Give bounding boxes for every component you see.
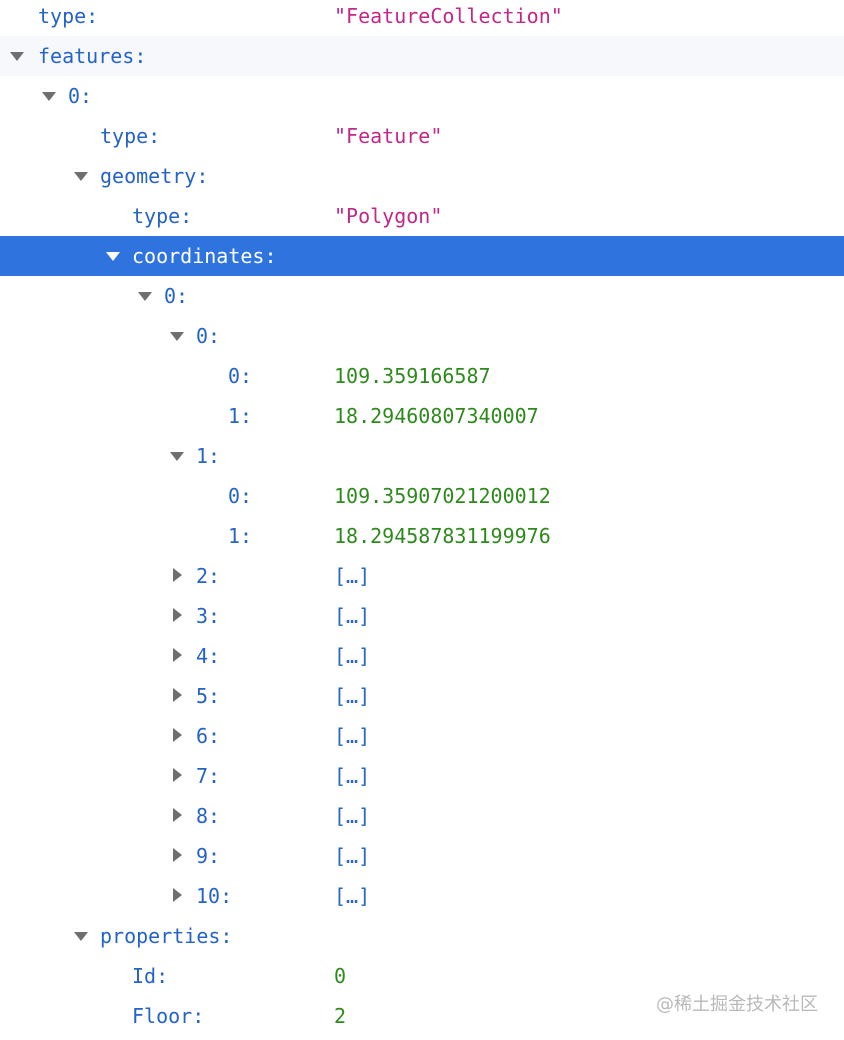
row-properties[interactable]: properties: [0,916,844,956]
triangle-right-icon[interactable] [170,876,184,916]
triangle-down-icon[interactable] [74,156,88,196]
triangle-right-icon[interactable] [170,756,184,796]
row-point-3[interactable]: 3: […] [0,596,844,636]
row-key: 6: [196,724,221,748]
collapsed-array[interactable]: […] [334,804,371,828]
triangle-down-icon[interactable] [74,916,88,956]
row-key: 9: [196,844,221,868]
collapsed-array[interactable]: […] [334,884,371,908]
row-key: type: [100,124,161,148]
row-key: 0: [196,324,221,348]
row-key: Id: [132,964,169,988]
collapsed-array[interactable]: […] [334,724,371,748]
row-key: 2: [196,564,221,588]
collapsed-array[interactable]: […] [334,564,371,588]
row-point-6[interactable]: 6: […] [0,716,844,756]
row-value: "Feature" [334,124,443,148]
collapsed-array[interactable]: […] [334,844,371,868]
row-key: type: [38,4,99,28]
row-key: 1: [228,524,253,548]
row-key: 1: [228,404,253,428]
row-value: 109.35907021200012 [334,484,551,508]
row-property-id[interactable]: Id: 0 [0,956,844,996]
row-point-5[interactable]: 5: […] [0,676,844,716]
row-ring-0[interactable]: 0: [0,276,844,316]
row-key: 3: [196,604,221,628]
watermark: @稀土掘金技术社区 [656,994,818,1015]
row-point-8[interactable]: 8: […] [0,796,844,836]
triangle-right-icon[interactable] [170,836,184,876]
triangle-down-icon[interactable] [42,76,56,116]
row-key: 10: [196,884,233,908]
row-key: 8: [196,804,221,828]
row-key: geometry: [100,164,209,188]
row-key: 0: [228,484,253,508]
row-value: 18.29460807340007 [334,404,539,428]
row-key: type: [132,204,193,228]
row-value: "FeatureCollection" [334,4,563,28]
row-point-10[interactable]: 10: […] [0,876,844,916]
triangle-right-icon[interactable] [170,596,184,636]
triangle-right-icon[interactable] [170,636,184,676]
triangle-down-icon[interactable] [106,236,120,276]
row-point-1-x[interactable]: 0: 109.35907021200012 [0,476,844,516]
row-key: 7: [196,764,221,788]
row-key: 0: [164,284,189,308]
row-key: 5: [196,684,221,708]
collapsed-array[interactable]: […] [334,684,371,708]
row-point-0[interactable]: 0: [0,316,844,356]
row-point-2[interactable]: 2: […] [0,556,844,596]
triangle-down-icon[interactable] [138,276,152,316]
triangle-right-icon[interactable] [170,556,184,596]
row-key: features: [38,44,147,68]
row-point-4[interactable]: 4: […] [0,636,844,676]
row-key: Floor: [132,1004,205,1028]
row-point-0-x[interactable]: 0: 109.359166587 [0,356,844,396]
collapsed-array[interactable]: […] [334,604,371,628]
triangle-right-icon[interactable] [170,676,184,716]
row-type[interactable]: type: "FeatureCollection" [0,0,844,36]
row-value: 2 [334,1004,347,1028]
row-key: 4: [196,644,221,668]
row-value: 109.359166587 [334,364,491,388]
row-geometry[interactable]: geometry: [0,156,844,196]
triangle-right-icon[interactable] [170,716,184,756]
row-point-7[interactable]: 7: […] [0,756,844,796]
row-point-1[interactable]: 1: [0,436,844,476]
triangle-right-icon[interactable] [170,796,184,836]
row-value: 18.294587831199976 [334,524,551,548]
row-coordinates[interactable]: coordinates: [0,236,844,276]
row-key: 1: [196,444,221,468]
row-key: 0: [68,84,93,108]
row-value: "Polygon" [334,204,443,228]
row-key: coordinates: [132,244,277,268]
row-feature-type[interactable]: type: "Feature" [0,116,844,156]
row-property-floor[interactable]: Floor: 2 [0,996,844,1036]
triangle-down-icon[interactable] [170,436,184,476]
row-features[interactable]: features: [0,36,844,76]
collapsed-array[interactable]: […] [334,644,371,668]
row-key: 0: [228,364,253,388]
row-point-9[interactable]: 9: […] [0,836,844,876]
triangle-down-icon[interactable] [170,316,184,356]
triangle-down-icon[interactable] [10,36,24,76]
row-feature-0[interactable]: 0: [0,76,844,116]
row-point-0-y[interactable]: 1: 18.29460807340007 [0,396,844,436]
row-key: properties: [100,924,233,948]
collapsed-array[interactable]: […] [334,764,371,788]
row-geometry-type[interactable]: type: "Polygon" [0,196,844,236]
row-value: 0 [334,964,347,988]
row-point-1-y[interactable]: 1: 18.294587831199976 [0,516,844,556]
